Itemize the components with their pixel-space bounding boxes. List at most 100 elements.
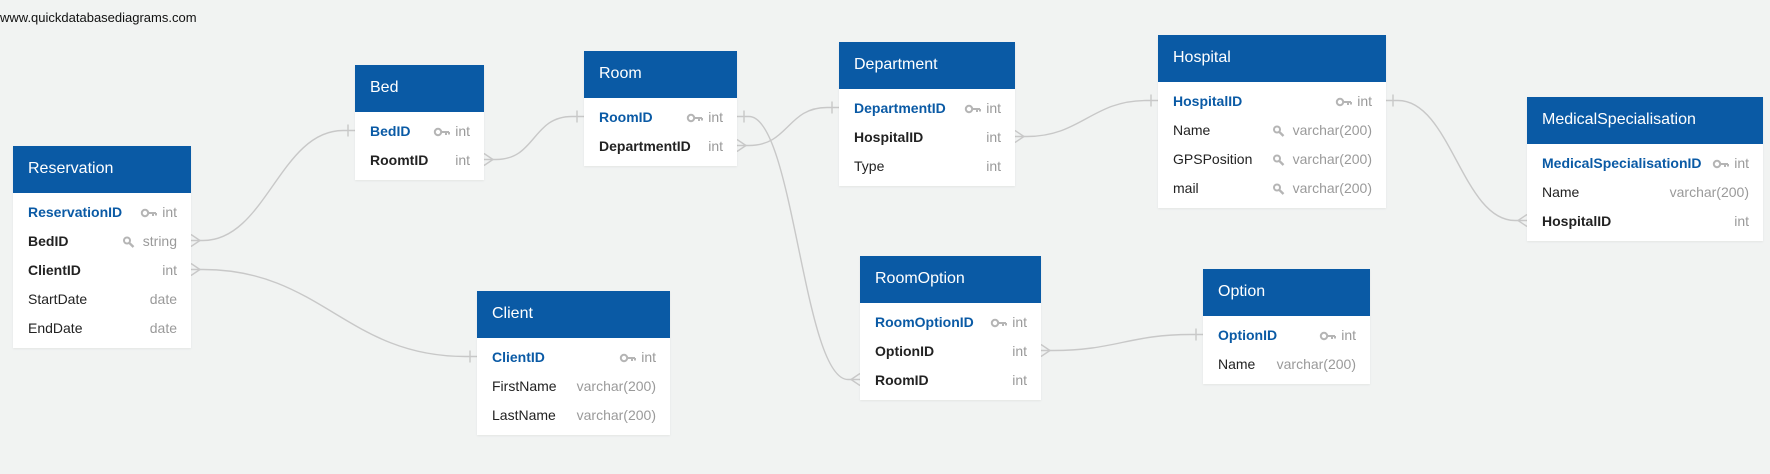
watermark-url[interactable]: www.quickdatabasediagrams.com <box>0 10 197 25</box>
field-type: varchar(200) <box>1669 183 1749 200</box>
field-type: int <box>1012 313 1027 330</box>
field-type: int <box>708 108 723 125</box>
field-type: varchar(200) <box>1276 355 1356 372</box>
field-name: ReservationID <box>28 203 123 220</box>
connector-line <box>191 268 477 358</box>
field-row-mail[interactable]: mail varchar(200) <box>1158 173 1386 202</box>
field-name: GPSPosition <box>1173 150 1253 167</box>
field-type: int <box>1734 154 1749 171</box>
field-type: string <box>142 232 177 249</box>
field-name: BedID <box>370 122 411 139</box>
crowfoot-marker <box>190 233 202 248</box>
field-name: OptionID <box>1218 326 1278 343</box>
field-type: varchar(200) <box>576 377 656 394</box>
field-name: mail <box>1173 179 1199 196</box>
field-row-departmentid[interactable]: DepartmentID int <box>839 93 1015 122</box>
field-row-roomid[interactable]: RoomID int <box>584 102 737 131</box>
connector-line <box>1386 99 1527 222</box>
key-icon <box>1319 329 1337 341</box>
field-row-clientid[interactable]: ClientID int <box>13 255 191 284</box>
search-icon <box>1271 153 1289 166</box>
field-name: DepartmentID <box>599 137 691 154</box>
table-title[interactable]: Bed <box>355 65 484 112</box>
table-title[interactable]: MedicalSpecialisation <box>1527 97 1763 144</box>
field-type: varchar(200) <box>1292 121 1372 138</box>
field-name: DepartmentID <box>854 99 946 116</box>
field-type: int <box>162 261 177 278</box>
field-row-reservationid[interactable]: ReservationID int <box>13 197 191 226</box>
search-icon <box>121 235 139 248</box>
connector-line <box>484 115 584 161</box>
table-title[interactable]: RoomOption <box>860 256 1041 303</box>
field-row-medicalspecialisationid[interactable]: MedicalSpecialisationID int <box>1527 148 1763 177</box>
field-name: ClientID <box>28 261 81 278</box>
key-icon <box>433 125 451 137</box>
crowfoot-marker <box>736 138 748 153</box>
crowfoot-marker <box>483 152 495 167</box>
table-title[interactable]: Department <box>839 42 1015 89</box>
field-type: int <box>1734 212 1749 229</box>
table-title[interactable]: Hospital <box>1158 35 1386 82</box>
table-title[interactable]: Room <box>584 51 737 98</box>
field-name: HospitalID <box>1173 92 1243 109</box>
field-type: int <box>986 99 1001 116</box>
field-type: int <box>162 203 177 220</box>
field-name: RoomID <box>875 371 929 388</box>
crowfoot-marker <box>1014 129 1026 144</box>
field-name: RoomID <box>599 108 653 125</box>
field-name: ClientID <box>492 348 545 365</box>
field-row-lastname[interactable]: LastName varchar(200) <box>477 400 670 429</box>
field-type: varchar(200) <box>1292 150 1372 167</box>
field-name: LastName <box>492 406 556 423</box>
field-name: StartDate <box>28 290 88 307</box>
table-title[interactable]: Client <box>477 291 670 338</box>
connector-line <box>737 106 839 147</box>
field-row-hospitalid[interactable]: HospitalID int <box>1527 206 1763 235</box>
field-type: varchar(200) <box>576 406 656 423</box>
key-icon <box>990 316 1008 328</box>
table-title[interactable]: Option <box>1203 269 1370 316</box>
field-type: int <box>986 128 1001 145</box>
field-name: MedicalSpecialisationID <box>1542 154 1702 171</box>
field-row-gpsposition[interactable]: GPSPosition varchar(200) <box>1158 144 1386 173</box>
crowfoot-marker <box>190 262 202 277</box>
field-name: HospitalID <box>1542 212 1612 229</box>
key-icon <box>1712 157 1730 169</box>
field-type: varchar(200) <box>1292 179 1372 196</box>
table-title[interactable]: Reservation <box>13 146 191 193</box>
field-type: int <box>1012 342 1027 359</box>
